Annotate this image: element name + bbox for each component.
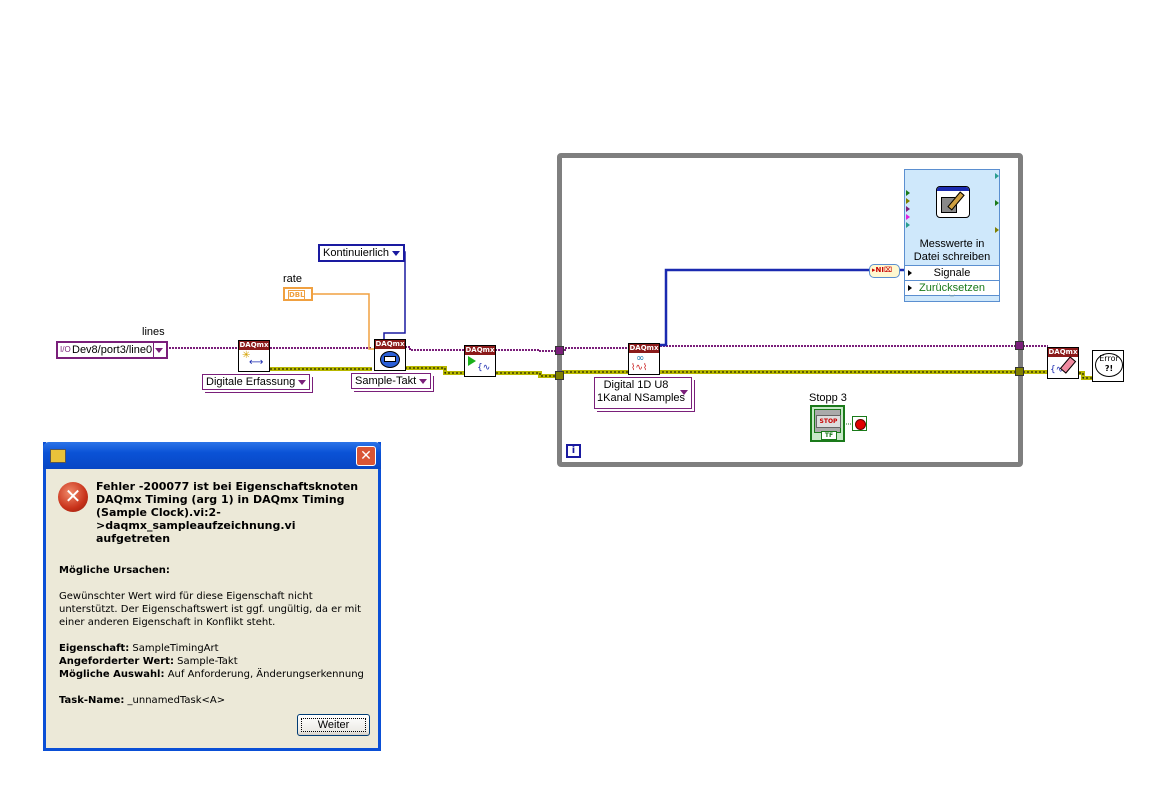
lines-label: lines <box>142 326 165 338</box>
daqmx-timing-vi[interactable]: DAQmx <box>374 339 406 371</box>
causes-heading: Mögliche Ursachen: <box>59 565 170 576</box>
stop-type: TF <box>821 431 837 440</box>
chevron-down-icon <box>419 379 428 384</box>
chevron-down-icon <box>680 390 688 395</box>
close-button[interactable]: ✕ <box>356 446 376 466</box>
continue-button[interactable]: Weiter <box>297 714 370 736</box>
task-tunnel-out <box>1015 341 1024 350</box>
rate-wire <box>313 293 375 350</box>
clock-icon <box>375 349 405 370</box>
express-input-reset[interactable]: Zurücksetzen <box>905 280 999 295</box>
express-input-signals[interactable]: Signale <box>905 265 999 280</box>
task-name-line: Task-Name: _unnamedTask<A> <box>59 695 226 706</box>
error-tunnel-out <box>1015 367 1024 376</box>
sample-mode-constant[interactable]: Kontinuierlich <box>318 244 406 262</box>
sample-mode-value: Kontinuierlich <box>323 247 390 259</box>
daqmx-header: DAQmx <box>375 340 405 349</box>
conversion-icon: ▸NI⌧ <box>872 266 893 274</box>
simple-error-handler-vi[interactable]: Error ?! <box>1092 350 1124 382</box>
daqmx-header: DAQmx <box>465 346 495 355</box>
possible-options-line: Mögliche Auswahl: Auf Anforderung, Änder… <box>59 669 364 680</box>
daqmx-clear-task-vi[interactable]: DAQmx {∿ <box>1047 347 1079 379</box>
write-measurement-file-express-vi[interactable]: Messwerte in Datei schreiben Signale Zur… <box>904 169 1000 302</box>
pencil-disk-icon <box>936 186 970 218</box>
daqmx-start-task-vi[interactable]: DAQmx {∿ <box>464 345 496 377</box>
daqmx-read-vi[interactable]: DAQmx ∞ ⌇∿⌇ <box>628 343 660 375</box>
chevron-down-icon <box>392 251 401 256</box>
error-icon: ✕ <box>58 482 88 512</box>
create-channel-icon: ✳ ⟷ <box>242 350 264 368</box>
error-headline: Fehler -200077 ist bei Eigenschaftsknote… <box>96 480 359 545</box>
create-channel-selector-value: Digitale Erfassung <box>206 376 296 388</box>
speech-bubble-icon: Error ?! <box>1095 353 1123 377</box>
create-channel-selector[interactable]: Digitale Erfassung <box>202 374 311 390</box>
rate-terminal[interactable]: DBL <box>283 287 313 301</box>
io-name-icon: I/O <box>60 345 71 354</box>
labview-app-icon <box>50 449 66 463</box>
sample-mode-wire <box>383 251 406 340</box>
lines-constant[interactable]: I/O Dev8/port3/line0 <box>56 341 169 359</box>
express-vi-title: Messwerte in Datei schreiben <box>913 238 991 263</box>
glasses-icon: ∞ ⌇∿⌇ <box>631 353 648 373</box>
dialog-titlebar[interactable]: ✕ <box>43 442 381 469</box>
timing-selector[interactable]: Sample-Takt <box>351 373 432 389</box>
task-tunnel-in <box>555 346 564 355</box>
read-selector-line1: Digital 1D U8 <box>603 379 669 391</box>
chevron-down-icon <box>155 348 164 353</box>
requested-value-line: Angeforderter Wert: Sample-Takt <box>59 656 238 667</box>
daqmx-create-channel-vi[interactable]: DAQmx ✳ ⟷ <box>238 340 270 372</box>
daqmx-header: DAQmx <box>629 344 659 353</box>
iteration-terminal: i <box>566 444 581 458</box>
error-dialog: ✕ ✕ Fehler -200077 ist bei Eigenschaftsk… <box>43 442 381 751</box>
chevron-down-icon <box>298 380 307 385</box>
daqmx-header: DAQmx <box>1048 348 1078 357</box>
loop-condition-terminal[interactable] <box>852 416 867 431</box>
stop-button-terminal[interactable]: STOP TF <box>810 405 845 442</box>
read-selector[interactable]: Digital 1D U8 1Kanal NSamples <box>594 377 692 409</box>
rate-type: DBL <box>288 290 305 300</box>
error-tunnel-in <box>555 371 564 380</box>
convert-to-dynamic-data-node[interactable]: ▸NI⌧ <box>869 264 900 278</box>
rate-label: rate <box>283 273 302 285</box>
daqmx-header: DAQmx <box>239 341 269 350</box>
lines-constant-value: Dev8/port3/line0 <box>72 344 153 356</box>
expand-chevron-icon[interactable]: ︾ <box>905 295 999 302</box>
stop-label: Stopp 3 <box>809 392 847 404</box>
eraser-icon: {∿ <box>1048 356 1078 378</box>
property-line: Eigenschaft: SampleTimingArt <box>59 643 219 654</box>
stop-if-true-icon <box>855 419 866 430</box>
timing-selector-value: Sample-Takt <box>355 375 417 387</box>
play-icon: {∿ <box>465 355 495 376</box>
stop-button-text: STOP <box>816 415 841 428</box>
causes-text: Gewünschter Wert wird für diese Eigensch… <box>59 591 362 628</box>
data-wire <box>659 268 870 347</box>
while-loop[interactable] <box>557 153 1023 467</box>
read-selector-line2: 1Kanal NSamples <box>597 392 686 404</box>
